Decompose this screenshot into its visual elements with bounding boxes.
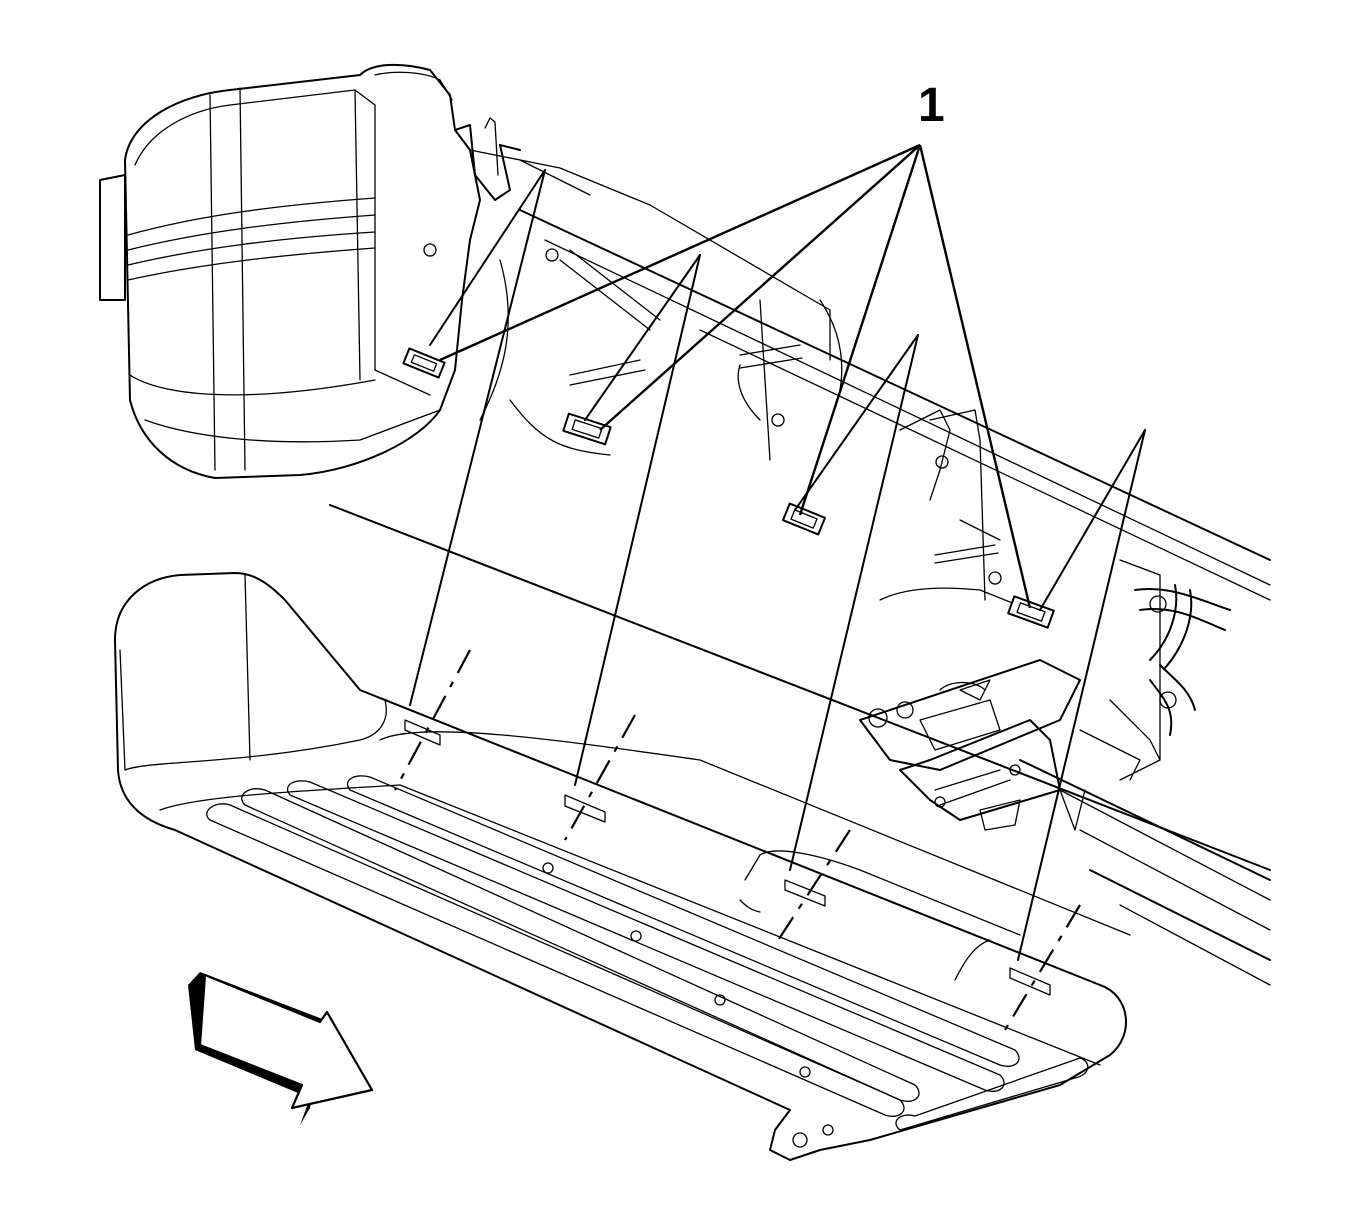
fuel-tank bbox=[99, 63, 481, 479]
callout-number: 1 bbox=[918, 79, 945, 132]
direction-arrow-icon bbox=[188, 972, 374, 1125]
tank-brackets bbox=[423, 117, 1031, 611]
retainer-clips bbox=[402, 347, 1055, 629]
fuel-lines bbox=[1079, 559, 1231, 781]
evap-bracket bbox=[859, 659, 1086, 831]
fuel-tank-shield bbox=[114, 572, 1131, 1161]
alignment-lines bbox=[394, 169, 1146, 1031]
callout-leader-lines bbox=[439, 143, 1032, 609]
